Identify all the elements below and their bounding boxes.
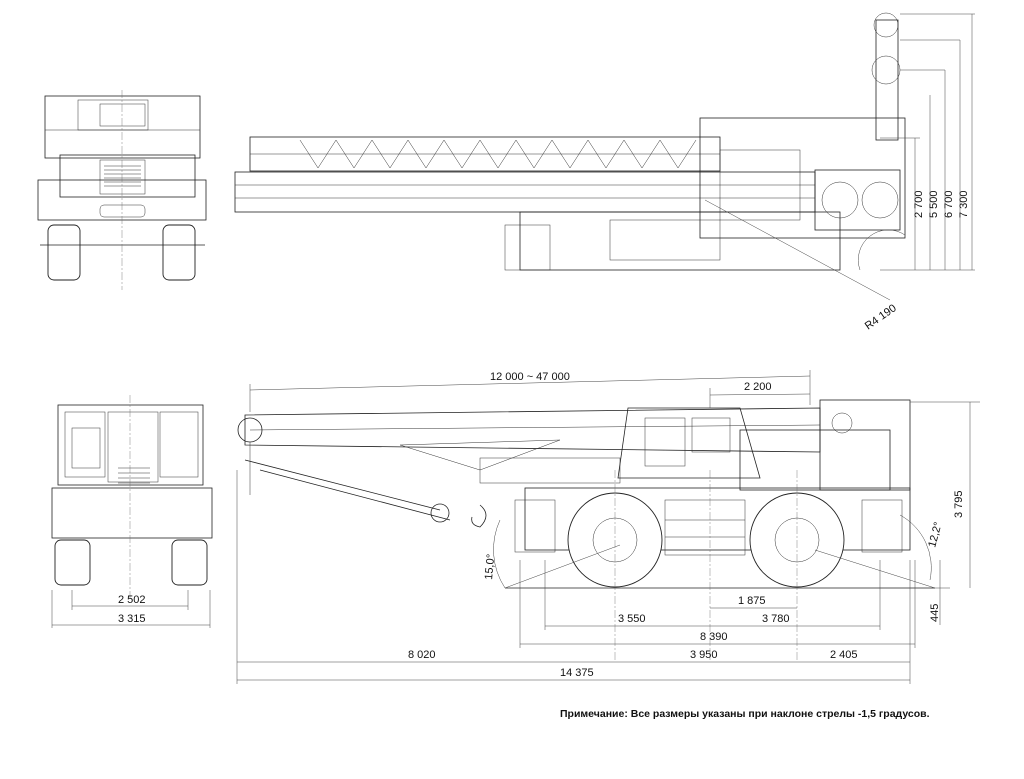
dim-8020: 8 020: [408, 649, 436, 661]
front-view-working: [51, 395, 213, 600]
right-vertical-dims: [899, 401, 980, 625]
dim-3795: 3 795: [953, 490, 965, 518]
front-view-transport: [37, 90, 207, 290]
dim-8390: 8 390: [700, 631, 728, 643]
front-width-dims: [51, 590, 211, 628]
dim-7300: 7 300: [958, 190, 970, 218]
dim-445: 445: [929, 604, 941, 622]
dim-3315: 3 315: [118, 613, 146, 625]
dim-3550: 3 550: [618, 613, 646, 625]
dim-5500: 5 500: [928, 190, 940, 218]
dim-1875: 1 875: [738, 595, 766, 607]
dim-3780: 3 780: [762, 613, 790, 625]
dim-2200: 2 200: [744, 381, 772, 393]
dim-3950: 3 950: [690, 649, 718, 661]
dim-2502: 2 502: [118, 594, 146, 606]
dim-radius: R4 190: [863, 302, 899, 332]
vertical-dims-top: [880, 13, 975, 271]
dim-2700: 2 700: [913, 190, 925, 218]
boom-length-dim: [249, 370, 811, 412]
bottom-dims: [236, 470, 916, 684]
dim-6700: 6 700: [943, 190, 955, 218]
dim-angle-12: 12,2°: [926, 521, 944, 549]
dim-2405: 2 405: [830, 649, 858, 661]
dim-angle-15: 15,0°: [483, 554, 497, 581]
dimension-note: Примечание: Все размеры указаны при накл…: [560, 708, 930, 720]
dim-boom-length: 12 000 ~ 47 000: [490, 371, 570, 383]
side-view-transport: [234, 12, 906, 301]
dim-14375: 14 375: [560, 667, 594, 679]
side-view-working: [237, 399, 936, 660]
